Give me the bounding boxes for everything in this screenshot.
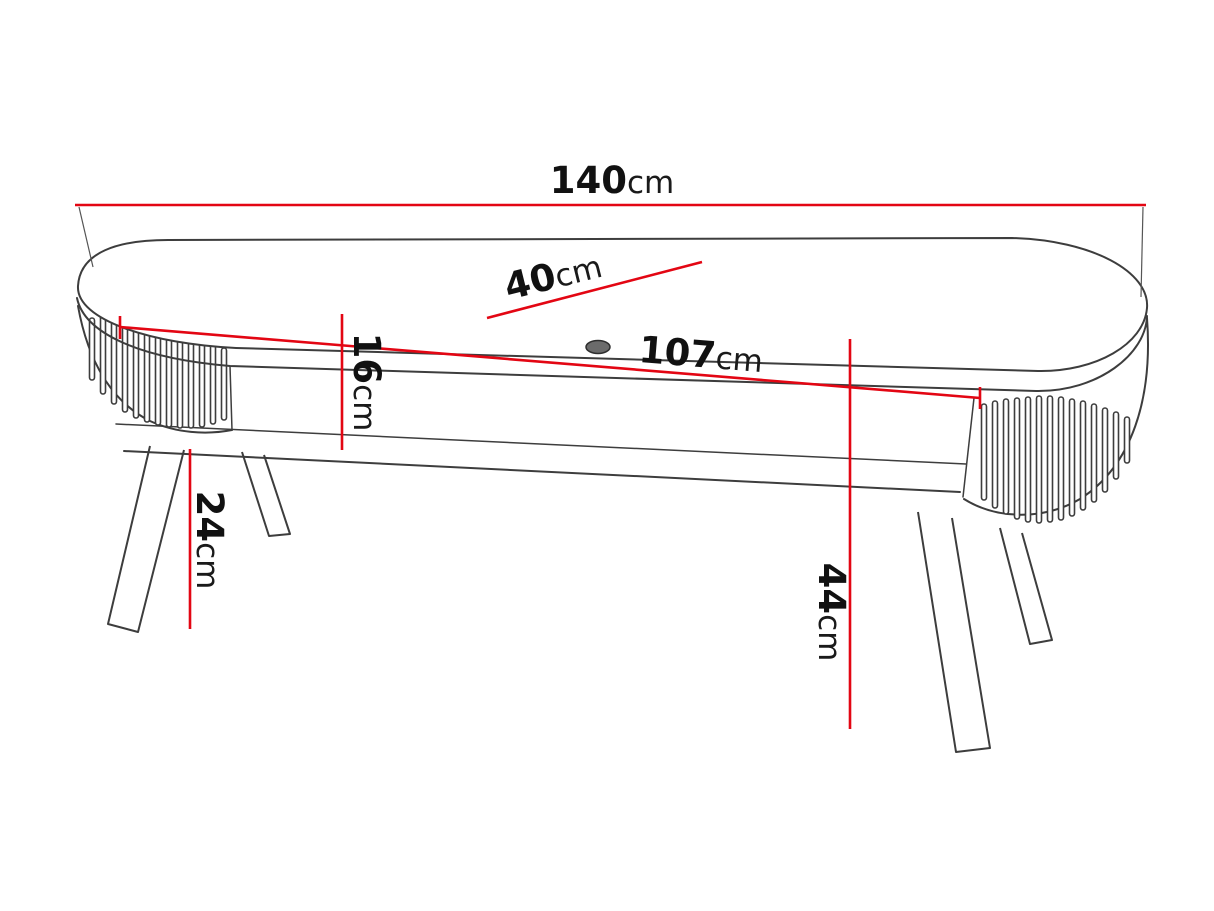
slat	[1002, 398, 1010, 515]
slat	[198, 339, 206, 428]
slat	[88, 317, 96, 381]
slat	[1068, 398, 1076, 517]
dimension-lines	[75, 203, 1146, 729]
slat	[209, 343, 217, 425]
slat	[1013, 397, 1021, 520]
slat	[110, 311, 118, 405]
tabletop-surface	[76, 237, 1149, 373]
tabletop-rim-bottom	[76, 297, 1148, 393]
right-end-slats	[980, 395, 1131, 524]
slat	[991, 400, 999, 509]
slat	[187, 335, 195, 429]
dimension-niche-height-label: 16cm	[345, 333, 388, 432]
back-left-leg	[241, 451, 291, 537]
slat	[1101, 407, 1109, 493]
front-right-leg	[917, 511, 991, 753]
slat	[1112, 411, 1120, 480]
slat	[176, 331, 184, 429]
shelf-front-edge	[115, 423, 967, 465]
left-end-slats	[88, 311, 228, 429]
cable-hole	[585, 339, 611, 355]
slat	[1024, 396, 1032, 523]
dimension-total-height-label: 44cm	[810, 563, 853, 662]
slat	[165, 327, 173, 428]
dimension-leg-height-label: 24cm	[188, 491, 231, 590]
furniture-outline	[76, 237, 1149, 753]
left-end-inner-wall	[229, 365, 233, 431]
dimension-labels: 140cm 40cm 107cm 16cm 24cm 44cm	[188, 159, 853, 661]
slat	[1079, 400, 1087, 511]
slat	[1090, 403, 1098, 503]
bottom-board-edge	[123, 450, 961, 493]
extension-line-right	[1140, 206, 1144, 298]
slat	[1046, 395, 1054, 523]
slat	[1035, 395, 1043, 524]
depth-dimension-line	[486, 260, 703, 320]
slat	[220, 347, 228, 421]
front-left-leg	[107, 445, 185, 633]
extension-line-left	[78, 206, 94, 268]
back-right-leg	[999, 527, 1053, 645]
slat	[1057, 396, 1065, 521]
dimension-width-label: 140cm	[550, 159, 674, 202]
slat	[1123, 416, 1131, 464]
slat	[99, 313, 107, 395]
right-end-inner-wall	[962, 397, 975, 498]
dimension-inner-width-label: 107cm	[637, 328, 765, 381]
inner-width-dimension-line	[119, 325, 981, 400]
slat	[980, 403, 988, 501]
